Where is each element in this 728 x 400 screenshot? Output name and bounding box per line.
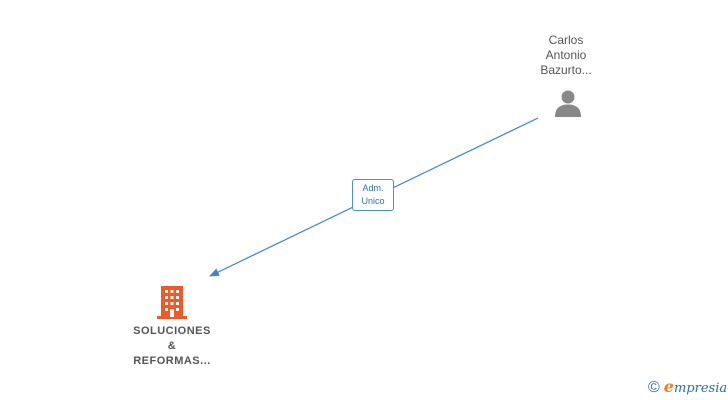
building-icon[interactable] bbox=[156, 284, 188, 320]
empresia-logo-text: mpresia bbox=[673, 381, 728, 396]
company-name-line-3: REFORMAS... bbox=[133, 355, 211, 367]
person-name-line-2: Antonio bbox=[545, 48, 587, 62]
empresia-logo: empresia bbox=[664, 379, 727, 397]
person-icon[interactable] bbox=[553, 88, 583, 118]
empresia-watermark: © empresia bbox=[648, 378, 727, 398]
person-name[interactable]: Carlos Antonio Bazurto... bbox=[518, 33, 614, 78]
company-name[interactable]: SOLUCIONES & REFORMAS... bbox=[110, 324, 234, 369]
company-name-line-2: & bbox=[167, 340, 177, 352]
relation-label-line-2: Unico bbox=[361, 196, 385, 206]
company-name-line-1: SOLUCIONES bbox=[133, 325, 211, 337]
copyright-icon: © bbox=[648, 379, 660, 396]
person-name-line-1: Carlos bbox=[548, 33, 584, 47]
person-name-line-3: Bazurto... bbox=[540, 63, 592, 77]
relation-label-line-1: Adm. bbox=[362, 183, 384, 193]
relation-label[interactable]: Adm. Unico bbox=[352, 179, 394, 211]
empresia-logo-e-icon: e bbox=[663, 377, 674, 396]
